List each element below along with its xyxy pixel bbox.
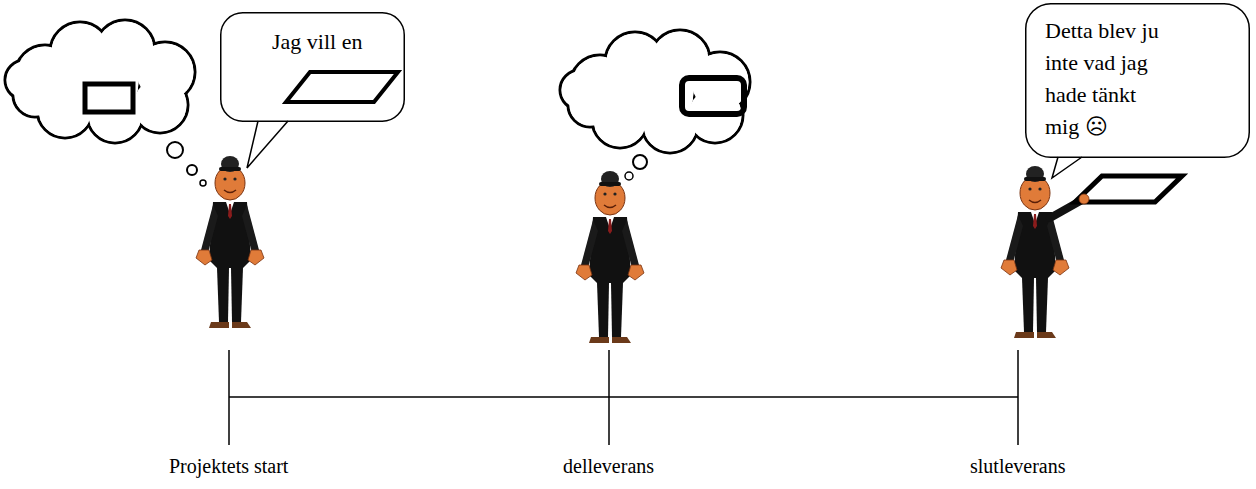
speech-tail [220, 3, 1250, 178]
milestone-label: Projektets start [169, 455, 288, 478]
thought-cloud [560, 30, 750, 180]
man-figure [196, 156, 264, 328]
milestone-label: slutleverans [970, 455, 1066, 478]
speech-text: Detta blev ju inte vad jag hade tänkt mi… [1045, 15, 1170, 143]
timeline [229, 350, 1018, 445]
milestone-label: delleverans [563, 455, 654, 478]
speech-bubble: Jag vill en [220, 12, 405, 122]
thought-cloud [5, 20, 206, 186]
parallelogram-shape [286, 72, 398, 102]
held-parallelogram [1050, 176, 1182, 218]
speech-bubble: Detta blev ju inte vad jag hade tänkt mi… [1025, 3, 1250, 158]
man-figure [1001, 166, 1069, 338]
man-figure [576, 171, 644, 343]
speech-text: Jag vill en [272, 26, 362, 58]
bubble-outline [220, 12, 405, 122]
